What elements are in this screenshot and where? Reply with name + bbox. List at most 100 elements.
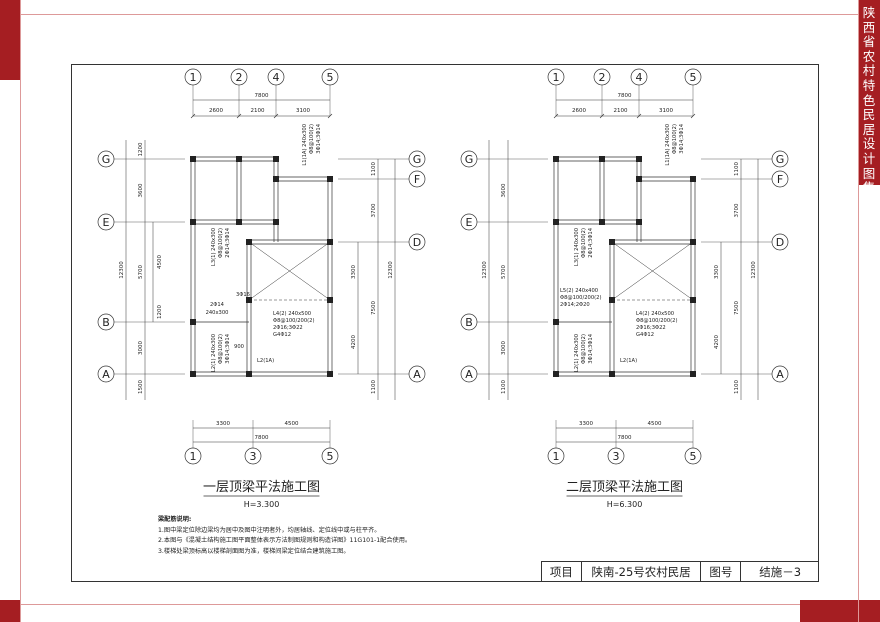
p0-column-2 [273, 156, 279, 162]
p1-dim-right-seg-1: 3700 [734, 203, 740, 217]
title-block: 项目 陕南-25号农村民居 图号 结施－3 [541, 561, 819, 582]
p0-dim-left-total-text: 12300 [119, 261, 125, 279]
p0-plan-title: 一层顶梁平法施工图 [203, 480, 320, 495]
left-red-bar [0, 0, 20, 80]
p1-column-9 [690, 239, 696, 245]
p0-column-4 [327, 176, 333, 182]
p1-column-11 [553, 371, 559, 377]
p0-dim-bottom-seg-1: 4500 [285, 421, 299, 427]
p1-right-grid-D-label: D [776, 236, 784, 249]
right-rule [858, 0, 859, 622]
p1-left-grid-B-label: B [465, 316, 473, 329]
p1-dim-top-seg-1: 2100 [614, 108, 628, 114]
p0-l1-line-0: L1(1A) 240x300 [302, 124, 308, 166]
p1-dim-left-seg-1: 5700 [501, 265, 507, 279]
p1-dim-left-total-text: 12300 [482, 261, 488, 279]
p0-left-grid-B-label: B [102, 316, 110, 329]
p0-l4-line-0: L4(2) 240x500 [273, 311, 311, 317]
p0-right-grid-A-label: A [413, 368, 421, 381]
p1-l3-line-1: Φ8@100(2) [581, 228, 587, 258]
p1-tick [636, 113, 642, 119]
p0-dim-top-total-text: 7800 [255, 93, 269, 99]
p0-extra-2: 3Φ16 [236, 292, 250, 298]
p1-tick [553, 113, 559, 119]
notes-heading: 梁配筋说明: [158, 516, 192, 523]
p0-dim-top-seg-0: 2600 [209, 108, 223, 114]
p0-column-10 [190, 319, 196, 325]
bottom-rule [20, 604, 800, 605]
p0-right-grid-D-label: D [413, 236, 421, 249]
p1-l3-line-0: L3(1) 240x300 [574, 228, 580, 266]
p1-l4-line-0: L4(2) 240x500 [636, 311, 674, 317]
p0-dim-right-inner-0: 3300 [351, 265, 357, 279]
p1-column-12 [609, 371, 615, 377]
p0-dim-bottom-total-text: 7800 [255, 435, 269, 441]
p1-column-4 [690, 176, 696, 182]
p0-column-13 [327, 371, 333, 377]
p0-top-grid-5-label: 5 [327, 71, 334, 84]
p0-l4-line-1: Φ8@100/200(2) [273, 318, 314, 324]
p0-column-8 [246, 239, 252, 245]
drawing-value: 结施－3 [759, 565, 802, 579]
p1-dim-right-seg-3: 1100 [734, 380, 740, 394]
p0-column-5 [190, 219, 196, 225]
p0-dim-right-inner-1: 4200 [351, 335, 357, 349]
p0-dim-right-seg-1: 3700 [371, 203, 377, 217]
p0-column-6 [236, 219, 242, 225]
p0-l2a-label: L2(1A) [257, 358, 274, 364]
p1-tick [599, 113, 605, 119]
left-rule [20, 0, 21, 622]
p1-right-grid-F-label: F [777, 173, 783, 186]
p1-l2-line-2: 3Φ14;3Φ14 [588, 333, 594, 363]
right-red-bar [858, 0, 880, 185]
p0-top-grid-4-label: 4 [273, 71, 280, 84]
p1-l2-line-0: L2(1) 240x300 [574, 334, 580, 372]
p1-stair-cross [611, 241, 694, 301]
p1-column-15 [690, 297, 696, 303]
p0-l3-line-0: L3(1) 240x300 [211, 228, 217, 266]
p1-l1-line-0: L1(1A) 240x300 [665, 124, 671, 166]
p1-top-grid-5-label: 5 [690, 71, 697, 84]
p0-dim-top-seg-1: 2100 [251, 108, 265, 114]
p1-dim-right-seg-2: 7500 [734, 301, 740, 315]
p0-dim-left-seg-4: 1500 [138, 380, 144, 394]
p1-left-grid-E-label: E [466, 216, 473, 229]
p1-bottom-grid-3-label: 3 [613, 450, 620, 463]
p0-right-grid-G-label: G [413, 153, 422, 166]
p1-column-3 [636, 176, 642, 182]
beam-notes: 梁配筋说明: 1.图中梁定位除边梁均为居中及图中注明者外，均居轴线、定位线中或与… [158, 515, 411, 557]
p1-dim-right-inner-0: 3300 [714, 265, 720, 279]
p0-left-grid-E-label: E [103, 216, 110, 229]
p0-dim-right-seg-2: 7500 [371, 301, 377, 315]
p1-dim-bottom-seg-1: 4500 [648, 421, 662, 427]
p0-column-15 [327, 297, 333, 303]
p1-dim-right-inner-1: 4200 [714, 335, 720, 349]
p1-left-grid-A-label: A [465, 368, 473, 381]
side-title: 陕西省农村特色民居设计图集 [862, 5, 876, 196]
p0-extra-3: 900 [234, 344, 244, 350]
p1-dim-bottom-total-text: 7800 [618, 435, 632, 441]
p1-elevation: H=6.300 [607, 500, 643, 509]
p0-column-3 [273, 176, 279, 182]
p0-tick [327, 113, 333, 119]
p0-left-grid-G-label: G [102, 153, 111, 166]
p0-l3-line-2: 2Φ14;3Φ14 [225, 227, 231, 257]
p1-dim-bottom-seg-0: 3300 [579, 421, 593, 427]
p1-l5-line-2: 2Φ14;2Φ20 [560, 302, 590, 308]
p1-column-6 [599, 219, 605, 225]
p1-l3-line-2: 2Φ14;3Φ14 [588, 227, 594, 257]
p0-dim-right-seg-0: 1100 [371, 162, 377, 176]
p1-top-grid-4-label: 4 [636, 71, 643, 84]
left-red-bar-bottom [0, 600, 20, 622]
p0-bottom-grid-1-label: 1 [190, 450, 197, 463]
p0-extra-0: 2Φ14 [210, 302, 225, 308]
drawing-label: 图号 [701, 562, 742, 582]
p0-column-14 [246, 297, 252, 303]
p1-column-1 [599, 156, 605, 162]
p0-tick [236, 113, 242, 119]
p1-dim-right-seg-0: 1100 [734, 162, 740, 176]
p1-plan-title: 二层顶梁平法施工图 [566, 480, 683, 495]
top-rule [20, 14, 858, 15]
